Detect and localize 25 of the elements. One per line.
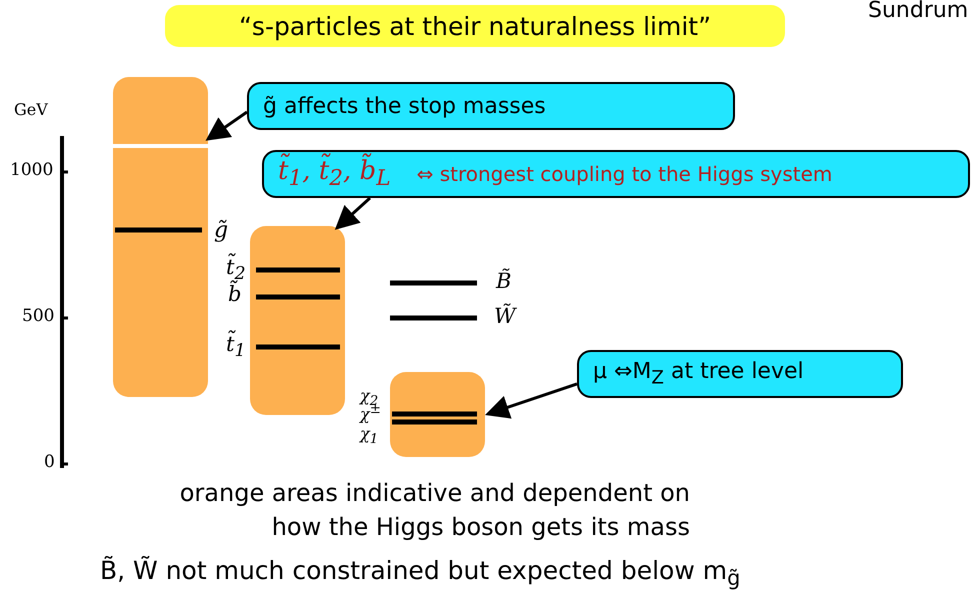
particle-label: t̃$_{1}$ <box>226 332 246 362</box>
title-banner <box>165 5 785 47</box>
particle-label: W̃ <box>494 304 516 328</box>
title-text: “s-particles at their naturalness limit” <box>238 12 712 40</box>
note-text: orange areas indicative and dependent on how the Higgs boson gets its mass <box>178 478 690 543</box>
arrow <box>206 110 248 141</box>
callout-box <box>577 350 903 398</box>
callout-box <box>262 150 970 198</box>
arrow <box>485 382 578 419</box>
mass-range-area <box>113 77 208 397</box>
callout-text: g̃ affects the stop masses <box>263 94 546 118</box>
author-name: Sundrum <box>868 0 968 23</box>
particle-label: B̃ <box>496 269 512 293</box>
tick-label: 0 <box>44 452 55 472</box>
callout-text: μ ⇔M$_{Z}$ at tree level <box>593 359 804 389</box>
mass-range-area <box>250 226 345 415</box>
arrow <box>334 196 371 230</box>
tick-label: 1000 <box>10 160 54 180</box>
callout-box <box>247 82 735 130</box>
note-text: B̃, W̃ not much constrained but expected below m$_{g̃}$ <box>100 556 740 590</box>
callout-text: ⇔ strongest coupling to the Higgs system <box>416 162 832 186</box>
particle-label: χ$_{1}$ <box>360 424 378 448</box>
particle-label: g̃ <box>214 218 228 243</box>
tick-label: 500 <box>22 306 54 326</box>
axis-unit: GeV <box>14 100 48 119</box>
